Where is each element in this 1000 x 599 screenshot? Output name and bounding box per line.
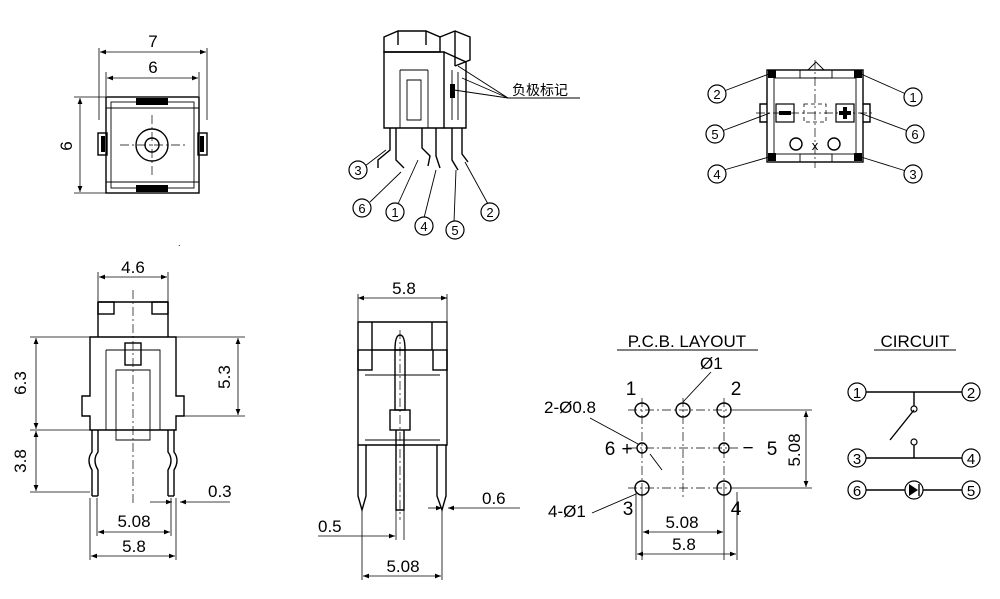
svg-text:1: 1 (391, 205, 398, 220)
svg-text:6: 6 (853, 483, 861, 500)
svg-text:2: 2 (713, 87, 720, 102)
iso-pin-4: 4 (414, 216, 434, 236)
front-dim-7: 7 (148, 32, 157, 51)
pcb-hole-center (675, 402, 691, 418)
sa-dim-left-upper: 6.3 (11, 371, 30, 395)
circuit: CIRCUIT 1 2 3 4 (847, 332, 981, 500)
pcb-hole-center-label: Ø1 (700, 354, 723, 373)
pcb-pin-2: 2 (731, 379, 742, 400)
sa-dim-left-lower: 3.8 (11, 449, 30, 473)
sb-dim-pitch: 5.08 (386, 557, 419, 576)
top-pin-4: 4 (707, 164, 727, 184)
svg-text:2: 2 (486, 205, 493, 220)
pcb-minus-sign: − (742, 438, 753, 459)
svg-text:3: 3 (853, 451, 861, 468)
sa-dim-top: 4.6 (121, 258, 145, 277)
iso-pin-5: 5 (445, 220, 465, 240)
svg-text:4: 4 (967, 451, 975, 468)
pcb-pin-6: 6 (605, 439, 616, 460)
pcb-dim-inner: 5.08 (665, 513, 698, 532)
front-dim-6: 6 (148, 58, 157, 77)
pcb-dim-right: 5.08 (785, 433, 804, 466)
svg-text:1: 1 (853, 385, 861, 402)
pcb-hole-6 (636, 442, 648, 454)
circuit-pin-4: 4 (961, 448, 981, 468)
svg-text:x: x (812, 138, 819, 153)
sa-dim-pin: 0.3 (208, 482, 232, 501)
sa-dim-width: 5.8 (122, 537, 146, 556)
pcb-plus-sign: + (621, 439, 632, 460)
top-view: x 2 1 5 6 4 3 (705, 60, 925, 184)
sb-dim-pin-right: 0.6 (482, 489, 506, 508)
pcb-pin-4: 4 (731, 499, 742, 520)
iso-pin-6: 6 (352, 198, 372, 218)
sb-dim-pin-left: 0.5 (318, 517, 342, 536)
pcb-hole-corner-label: 4-Ø1 (548, 502, 586, 521)
svg-text:4: 4 (420, 219, 427, 234)
svg-text:6: 6 (911, 127, 918, 142)
front-dim-height: 6 (57, 141, 76, 150)
top-pin-1: 1 (903, 87, 923, 107)
pcb-pin-3: 3 (623, 499, 634, 520)
sa-dim-pitch: 5.08 (117, 512, 150, 531)
svg-text:3: 3 (354, 163, 361, 178)
front-view: 7 6 6 . (57, 32, 208, 248)
side-view-b: 5.8 0.5 0.6 5.08 (318, 279, 520, 580)
circuit-pin-6: 6 (847, 480, 867, 500)
svg-text:1: 1 (909, 90, 916, 105)
pcb-pin-1: 1 (626, 379, 637, 400)
pcb-title: P.C.B. LAYOUT (628, 332, 746, 351)
pcb-hole-2 (716, 402, 732, 418)
circuit-pin-2: 2 (961, 382, 981, 402)
side-view-a: 4.6 6.3 3.8 5.3 0.3 5.08 5.8 (11, 258, 245, 560)
circuit-title: CIRCUIT (881, 332, 950, 351)
iso-pin-3: 3 (348, 160, 368, 180)
circuit-pin-5: 5 (961, 480, 981, 500)
top-pin-2: 2 (707, 84, 727, 104)
pcb-pin-5: 5 (767, 439, 778, 460)
pcb-hole-4 (716, 480, 732, 496)
sa-dim-right: 5.3 (215, 365, 234, 389)
svg-text:5: 5 (711, 127, 718, 142)
pcb-hole-small-label: 2-Ø0.8 (544, 398, 596, 417)
pcb-hole-3 (634, 480, 650, 496)
svg-text:.: . (178, 238, 181, 248)
iso-view: 负极标记 3 6 1 4 5 2 (348, 30, 580, 240)
iso-pin-2: 2 (480, 202, 500, 222)
svg-text:5: 5 (967, 483, 975, 500)
pcb-hole-1 (634, 402, 650, 418)
pcb-dim-outer: 5.8 (672, 535, 696, 554)
polarity-note: 负极标记 (512, 82, 568, 98)
iso-pin-1: 1 (385, 202, 405, 222)
svg-text:3: 3 (909, 167, 916, 182)
circuit-pin-1: 1 (847, 382, 867, 402)
sb-dim-top: 5.8 (392, 279, 416, 298)
pcb-layout: P.C.B. LAYOUT 5.08 5.08 5.8 Ø (544, 332, 812, 560)
svg-text:5: 5 (451, 223, 458, 238)
circuit-pin-3: 3 (847, 448, 867, 468)
top-pin-5: 5 (705, 124, 725, 144)
pcb-hole-5 (718, 442, 730, 454)
svg-text:2: 2 (967, 385, 975, 402)
svg-text:4: 4 (713, 167, 720, 182)
svg-text:6: 6 (358, 201, 365, 216)
top-pin-6: 6 (905, 124, 925, 144)
top-pin-3: 3 (903, 164, 923, 184)
